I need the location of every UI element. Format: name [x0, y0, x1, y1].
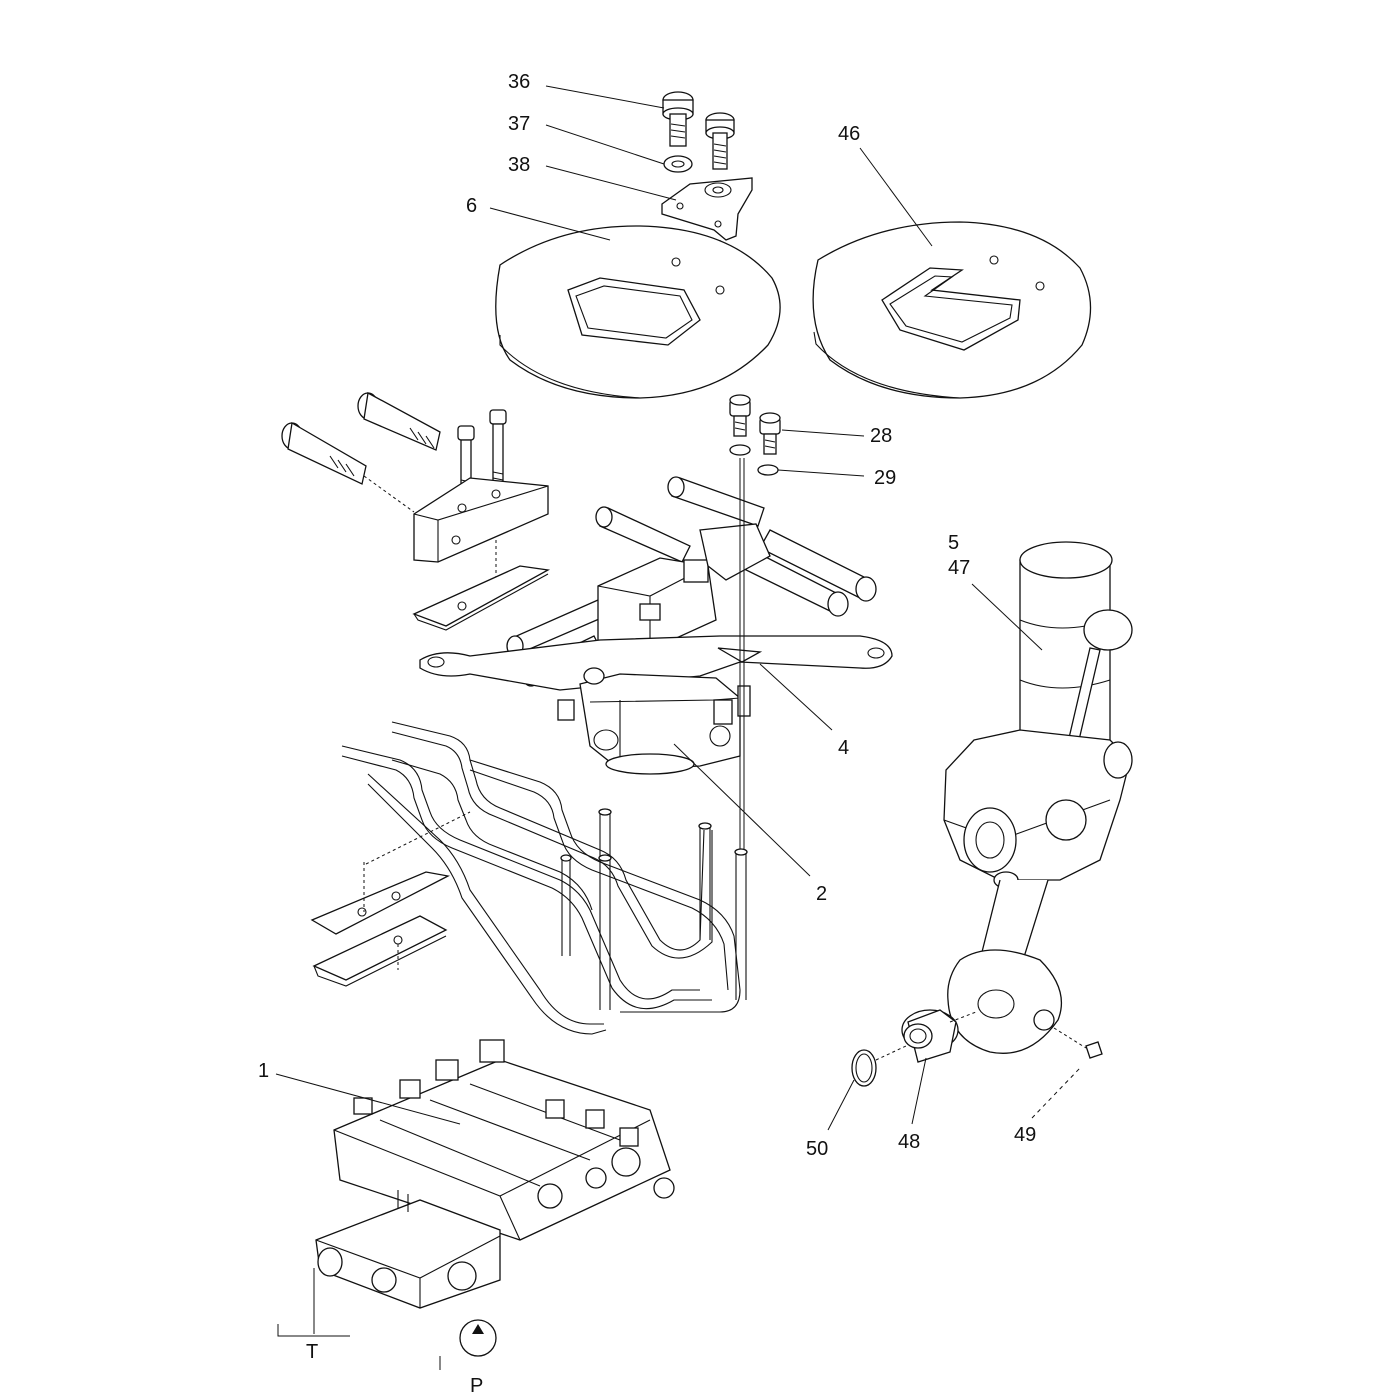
leader-50 — [827, 1079, 855, 1131]
port-label-tank: T — [306, 1341, 318, 1363]
leader-29 — [777, 469, 865, 477]
leader-36 — [545, 85, 665, 109]
mounting-flange-4 — [419, 635, 893, 691]
callout-46: 46 — [838, 123, 860, 145]
callout-38: 38 — [508, 154, 530, 176]
cover-plate-46 — [812, 221, 1092, 399]
callout-47: 47 — [948, 557, 970, 579]
cover-plate-6 — [495, 225, 781, 399]
washer-29 — [729, 444, 779, 476]
control-valve-block-1 — [315, 1039, 675, 1309]
leader-1 — [275, 1073, 461, 1125]
callout-29: 29 — [874, 467, 896, 489]
callout-36: 36 — [508, 71, 530, 93]
bolt-36 — [662, 91, 694, 147]
screw-28b — [759, 412, 781, 455]
callout-2: 2 — [816, 883, 827, 905]
leader-47 — [971, 583, 1043, 651]
bolt-36b — [705, 112, 735, 170]
callout-37: 37 — [508, 113, 530, 135]
bearing-48 — [901, 1009, 977, 1063]
pilot-valve-lower-2 — [557, 667, 751, 775]
tube-clamp-plates — [310, 811, 471, 987]
callout-50: 50 — [806, 1138, 828, 1160]
leader-49 — [1031, 1067, 1081, 1119]
pressure-port-symbol — [459, 1319, 497, 1357]
leader-28 — [781, 429, 865, 437]
port-label-pressure: P — [470, 1375, 483, 1397]
washer-37 — [663, 155, 693, 173]
mounting-block — [363, 475, 549, 582]
pilot-tubes-bent — [341, 721, 748, 1035]
leader-48 — [911, 1057, 927, 1125]
callout-1: 1 — [258, 1060, 269, 1082]
callout-48: 48 — [898, 1131, 920, 1153]
leader-2 — [673, 743, 811, 877]
long-bolt-lower — [281, 421, 367, 485]
callout-6: 6 — [466, 195, 477, 217]
steering-column-5 — [943, 541, 1133, 1054]
leader-38 — [545, 165, 677, 201]
vertical-screws — [457, 409, 507, 505]
leader-46 — [859, 147, 933, 247]
snap-ring-50 — [851, 1045, 907, 1087]
grease-nipple-49 — [1053, 1027, 1103, 1059]
pilot-valve-body — [597, 523, 771, 651]
long-bolt-upper — [357, 391, 441, 451]
callout-4: 4 — [838, 737, 849, 759]
callout-28: 28 — [870, 425, 892, 447]
callout-5: 5 — [948, 532, 959, 554]
gasket-plate — [412, 565, 551, 631]
leader-tank — [277, 1268, 350, 1337]
screw-28 — [729, 394, 751, 437]
leader-4 — [759, 663, 833, 731]
axis-line-center — [739, 458, 745, 850]
callout-49: 49 — [1014, 1124, 1036, 1146]
leader-6 — [489, 207, 611, 241]
leader-37 — [545, 124, 665, 165]
